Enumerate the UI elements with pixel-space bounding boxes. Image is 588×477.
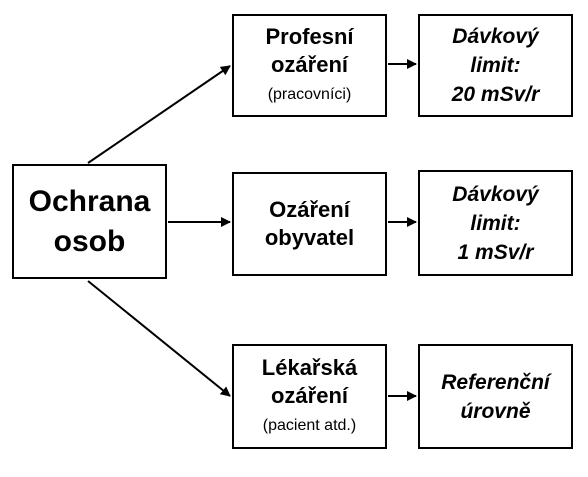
arrow-root-to-lekarska [87,280,231,397]
root-node-ochrana-osob: Ochrana osob [12,164,167,279]
node-note: (pacient atd.) [262,416,357,434]
node-note: (pracovníci) [267,85,352,103]
node-davkovy-limit-20: Dávkový limit: 20 mSv/r [418,14,573,117]
result-line1: Dávkový [452,25,539,48]
result-line3: 1 mSv/r [457,240,534,264]
root-label-line1: Ochrana [28,184,151,218]
root-label-line2: osob [53,224,126,258]
node-title-line2: ozáření [270,382,349,408]
node-davkovy-limit-1: Dávkový limit: 1 mSv/r [418,170,573,276]
result-line1: Referenční [441,370,550,394]
node-title-line2: obyvatel [264,225,355,250]
node-referencni-urovne: Referenční úrovně [418,344,573,449]
arrow-root-to-profesni [87,65,231,164]
node-profesni-ozareni: Profesní ozáření (pracovníci) [232,14,387,117]
node-title-line2: ozáření [270,51,349,77]
result-line2: úrovně [460,399,531,423]
node-title-line1: Profesní [265,23,354,49]
result-line3: 20 mSv/r [451,83,540,106]
result-line1: Dávkový [452,182,539,206]
node-ozareni-obyvatel: Ozáření obyvatel [232,172,387,276]
node-title-line1: Lékařská [261,354,358,380]
result-line2: limit: [470,211,521,235]
node-lekarska-ozareni: Lékařská ozáření (pacient atd.) [232,344,387,449]
result-line2: limit: [470,54,521,77]
node-title-line1: Ozáření [269,197,350,222]
